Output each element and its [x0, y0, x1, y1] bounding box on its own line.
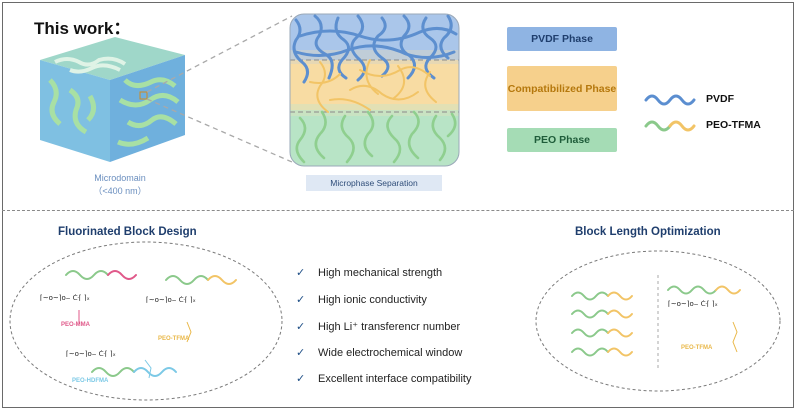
feature-text: High Li⁺ transferencr number: [318, 321, 461, 333]
microdomain-cube: [40, 37, 185, 162]
check-icon: ✓: [296, 347, 306, 359]
block-length-ellipse: [535, 250, 781, 392]
compatibilized-phase-box: Compatibilized Phase: [507, 66, 617, 111]
check-icon: ✓: [296, 321, 306, 333]
fluorinated-design-ellipse: [9, 241, 283, 401]
peo-hdfma-structure: ⌈~o~⌉o⌢ ᑤ⌈ ⌉ₓ: [66, 350, 116, 358]
microphase-box: [290, 14, 459, 166]
peo-phase-box: PEO Phase: [507, 128, 617, 152]
peo-hdfma-label: PEO-HDFMA: [72, 378, 109, 384]
pvdf-phase-box: PVDF Phase: [507, 27, 617, 51]
check-icon: ✓: [296, 294, 306, 306]
check-icon: ✓: [296, 373, 306, 385]
feature-item: ✓ High ionic conductivity: [296, 293, 427, 306]
feature-item: ✓ High Li⁺ transferencr number: [296, 320, 460, 333]
top-frame: [2, 2, 794, 408]
legend-pvdf-label: PVDF: [706, 93, 735, 105]
pvdf-legend-icon: [644, 94, 696, 106]
block-length-optimization-title: Block Length Optimization: [575, 226, 721, 238]
peo-tfma-label: PEO-TFMA: [158, 336, 190, 342]
microdomain-label-line2: （<400 nm）: [93, 186, 147, 196]
feature-text: High ionic conductivity: [318, 294, 427, 306]
microdomain-label-line1: Microdomain: [94, 173, 146, 183]
page-title: This work：: [34, 19, 131, 38]
legend-peo-tfma-label: PEO-TFMA: [706, 119, 761, 131]
right-peo-tfma-label: PEO-TFMA: [681, 345, 713, 351]
feature-text: Wide electrochemical window: [318, 347, 463, 359]
feature-text: High mechanical strength: [318, 267, 443, 279]
peo-tfma-structure: ⌈~o~⌉o⌢ ᑤ⌈ ⌉ₓ: [146, 296, 196, 304]
feature-item: ✓ Wide electrochemical window: [296, 346, 462, 359]
feature-item: ✓ High mechanical strength: [296, 266, 442, 279]
microdomain-label: Microdomain （<400 nm）: [70, 172, 170, 198]
peo-mma-structure: ⌈~o~⌉o⌢ ᑤ⌈ ⌉ₓ: [40, 294, 90, 302]
feature-item: ✓ Excellent interface compatibility: [296, 372, 471, 385]
fluorinated-block-design-title: Fluorinated Block Design: [58, 226, 197, 238]
section-divider: [2, 210, 794, 211]
right-peo-tfma-structure: ⌈~o~⌉o⌢ ᑤ⌈ ⌉ₓ: [668, 300, 718, 308]
peo-mma-label: PEO-MMA: [61, 322, 90, 328]
feature-text: Excellent interface compatibility: [318, 373, 472, 385]
microphase-label: Microphase Separation: [306, 175, 442, 191]
check-icon: ✓: [296, 267, 306, 279]
peo-tfma-legend-icon: [644, 120, 672, 132]
